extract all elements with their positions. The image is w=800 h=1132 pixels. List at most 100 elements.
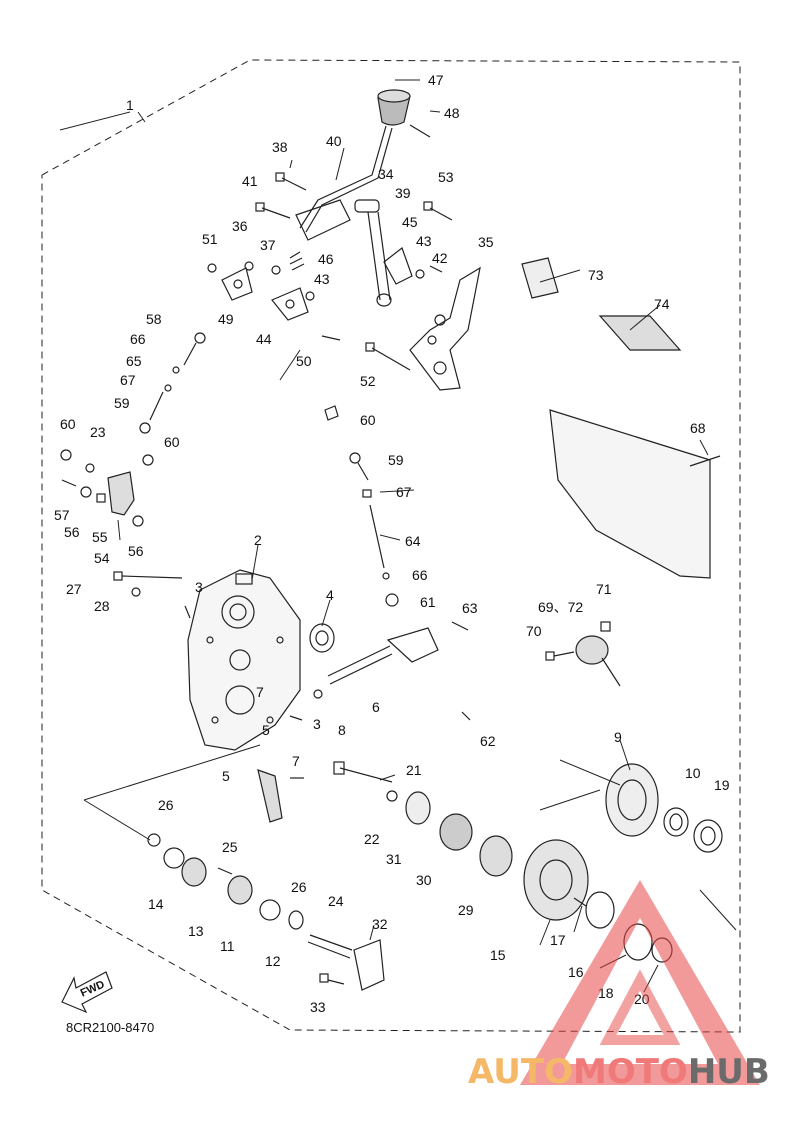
callout-14: 14 bbox=[148, 896, 164, 912]
callout-43a: 43 bbox=[416, 233, 432, 249]
callout-28: 28 bbox=[94, 598, 110, 614]
callout-2: 2 bbox=[254, 532, 262, 548]
callout-25: 25 bbox=[222, 839, 238, 855]
callout-46: 46 bbox=[318, 251, 334, 267]
callout-35: 35 bbox=[478, 234, 494, 250]
callout-17: 17 bbox=[550, 932, 566, 948]
callout-labels: 1 2 3 3 4 5 5 6 7 7 8 9 10 11 12 13 14 1… bbox=[54, 72, 730, 1015]
callout-23: 23 bbox=[90, 424, 106, 440]
callout-68: 68 bbox=[690, 420, 706, 436]
diagram-code: 8CR2100-8470 bbox=[66, 1020, 154, 1035]
callout-43b: 43 bbox=[314, 271, 330, 287]
callout-63: 63 bbox=[462, 600, 478, 616]
assembly-boundary bbox=[41, 59, 741, 1033]
callout-64: 64 bbox=[405, 533, 421, 549]
callout-67a: 67 bbox=[120, 372, 136, 388]
callout-24: 24 bbox=[328, 893, 344, 909]
callout-21: 21 bbox=[406, 762, 422, 778]
callout-47: 47 bbox=[428, 72, 444, 88]
callout-62: 62 bbox=[480, 733, 496, 749]
fwd-arrow: FWD bbox=[61, 971, 113, 1014]
watermark-triangle bbox=[520, 880, 760, 1085]
callout-50: 50 bbox=[296, 353, 312, 369]
callout-33: 33 bbox=[310, 999, 326, 1015]
callout-3a: 3 bbox=[195, 579, 203, 595]
callout-5b: 5 bbox=[222, 768, 230, 784]
callout-74: 74 bbox=[654, 296, 670, 312]
callout-45: 45 bbox=[402, 214, 418, 230]
callout-48: 48 bbox=[444, 105, 460, 121]
callout-66a: 66 bbox=[130, 331, 146, 347]
callout-38: 38 bbox=[272, 139, 288, 155]
callout-11: 11 bbox=[220, 938, 235, 954]
callout-37: 37 bbox=[260, 237, 276, 253]
callout-39: 39 bbox=[395, 185, 411, 201]
callout-1: 1 bbox=[126, 97, 134, 113]
watermark-text: AUTOMOTOHUB bbox=[468, 1052, 770, 1092]
watermark-auto: AUTO bbox=[468, 1052, 573, 1092]
callout-36: 36 bbox=[232, 218, 248, 234]
callout-26a: 26 bbox=[158, 797, 174, 813]
callout-52: 52 bbox=[360, 373, 376, 389]
callout-55: 55 bbox=[92, 529, 108, 545]
callout-56b: 56 bbox=[128, 543, 144, 559]
callout-59b: 59 bbox=[388, 452, 404, 468]
callout-56a: 56 bbox=[64, 524, 80, 540]
callout-41: 41 bbox=[242, 173, 258, 189]
callout-4: 4 bbox=[326, 587, 334, 603]
callout-73: 73 bbox=[588, 267, 604, 283]
callout-51: 51 bbox=[202, 231, 218, 247]
callout-22: 22 bbox=[364, 831, 380, 847]
callout-31: 31 bbox=[386, 851, 402, 867]
callout-71: 71 bbox=[596, 581, 612, 597]
shift-lever-assembly bbox=[207, 89, 481, 421]
callout-10: 10 bbox=[685, 765, 701, 781]
callout-3b: 3 bbox=[313, 716, 321, 732]
callout-60b: 60 bbox=[164, 434, 180, 450]
callout-15: 15 bbox=[490, 947, 506, 963]
part-73-plate bbox=[521, 257, 559, 299]
callout-42: 42 bbox=[432, 250, 448, 266]
callout-9: 9 bbox=[614, 729, 622, 745]
callout-70: 70 bbox=[526, 623, 542, 639]
callout-60a: 60 bbox=[60, 416, 76, 432]
callout-27: 27 bbox=[66, 581, 82, 597]
callout-57: 57 bbox=[54, 507, 70, 523]
callout-67b: 67 bbox=[396, 484, 412, 500]
callout-26b: 26 bbox=[291, 879, 307, 895]
callout-12: 12 bbox=[265, 953, 281, 969]
watermark-logo: AUTOMOTOHUB bbox=[468, 880, 770, 1092]
callout-61: 61 bbox=[420, 594, 436, 610]
callout-7a: 7 bbox=[256, 684, 264, 700]
callout-49: 49 bbox=[218, 311, 234, 327]
callout-66b: 66 bbox=[412, 567, 428, 583]
callout-69-72: 69、72 bbox=[538, 599, 583, 615]
callout-60c: 60 bbox=[360, 412, 376, 428]
part-68-cover bbox=[549, 409, 711, 579]
callout-5a: 5 bbox=[262, 722, 270, 738]
watermark-moto: MOTO bbox=[573, 1052, 688, 1092]
callout-16: 16 bbox=[568, 964, 584, 980]
callout-65: 65 bbox=[126, 353, 142, 369]
callout-34: 34 bbox=[378, 166, 394, 182]
callout-29: 29 bbox=[458, 902, 474, 918]
callout-53: 53 bbox=[438, 169, 454, 185]
callout-32: 32 bbox=[372, 916, 388, 932]
cover-plate bbox=[113, 569, 471, 823]
callout-54: 54 bbox=[94, 550, 110, 566]
callout-6: 6 bbox=[372, 699, 380, 715]
pulley-assembly bbox=[147, 761, 723, 991]
watermark-hub: HUB bbox=[688, 1052, 770, 1092]
callout-30: 30 bbox=[416, 872, 432, 888]
callout-13: 13 bbox=[188, 923, 204, 939]
callout-7b: 7 bbox=[292, 753, 300, 769]
right-side-parts bbox=[521, 257, 721, 687]
part-74-plate bbox=[598, 315, 682, 351]
callout-44: 44 bbox=[256, 331, 272, 347]
callout-58: 58 bbox=[146, 311, 162, 327]
callout-8: 8 bbox=[338, 722, 346, 738]
callout-40: 40 bbox=[326, 133, 342, 149]
callout-19: 19 bbox=[714, 777, 730, 793]
linkage-rods bbox=[60, 332, 399, 607]
